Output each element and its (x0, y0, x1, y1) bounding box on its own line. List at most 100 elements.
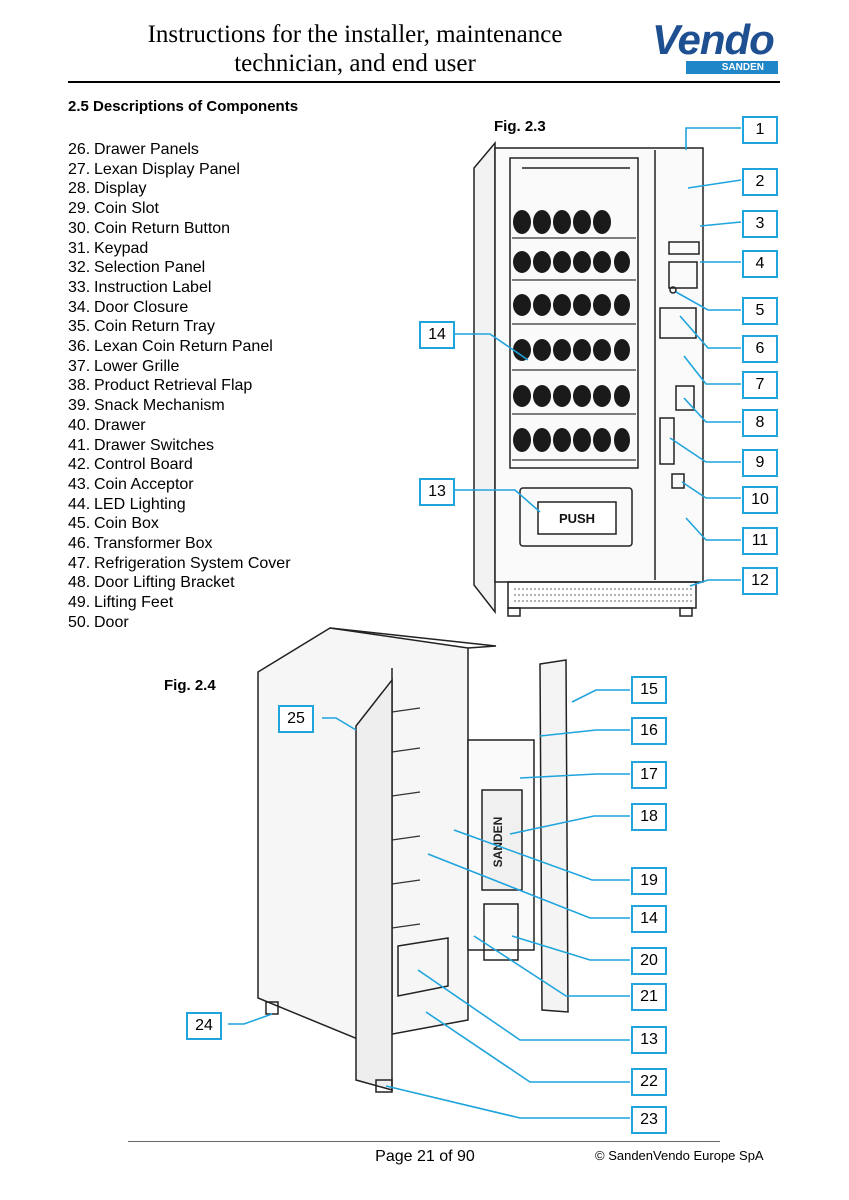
header-rule (68, 81, 780, 83)
component-number: 45. (68, 515, 91, 533)
fig-2-3-machine (473, 140, 704, 617)
component-label: Lexan Coin Return Panel (94, 338, 273, 356)
component-item: 40.Drawer (68, 416, 291, 436)
component-item: 45.Coin Box (68, 514, 291, 534)
component-item: 36.Lexan Coin Return Panel (68, 337, 291, 357)
component-number: 47. (68, 554, 91, 572)
component-number: 42. (68, 456, 91, 474)
callout-20: 20 (631, 947, 667, 975)
component-label: Lifting Feet (94, 594, 174, 612)
vendo-logo: Vendo SANDEN (648, 16, 778, 74)
callout-17: 17 (631, 761, 667, 789)
component-label: Coin Box (94, 515, 159, 533)
component-number: 32. (68, 259, 91, 277)
fig-2-3-label: Fig. 2.3 (494, 118, 546, 135)
component-label: Control Board (94, 456, 193, 474)
component-label: Lexan Display Panel (94, 160, 240, 178)
callout-21: 21 (631, 983, 667, 1011)
callout-23: 23 (631, 1106, 667, 1134)
fig-2-4-leaders (228, 689, 630, 1119)
component-number: 44. (68, 495, 91, 513)
component-label: Door Closure (94, 298, 189, 316)
component-item: 28.Display (68, 179, 291, 199)
component-item: 50.Door (68, 613, 291, 633)
component-item: 44.LED Lighting (68, 495, 291, 515)
component-number: 33. (68, 278, 91, 296)
section-title: 2.5 Descriptions of Components (68, 98, 299, 115)
component-label: Selection Panel (94, 259, 206, 277)
component-item: 38.Product Retrieval Flap (68, 376, 291, 396)
copyright: © SandenVendo Europe SpA (595, 1148, 764, 1163)
callout-5: 5 (742, 297, 778, 325)
component-number: 40. (68, 416, 91, 434)
component-item: 35.Coin Return Tray (68, 317, 291, 337)
callout-24: 24 (186, 1012, 222, 1040)
callout-16: 16 (631, 717, 667, 745)
callout-15: 15 (631, 676, 667, 704)
component-number: 28. (68, 180, 91, 198)
callout-25: 25 (278, 705, 314, 733)
document-title: Instructions for the installer, maintena… (70, 20, 640, 78)
callout-22: 22 (631, 1068, 667, 1096)
callout-1: 1 (742, 116, 778, 144)
component-item: 26.Drawer Panels (68, 140, 291, 160)
callout-4: 4 (742, 250, 778, 278)
callout-3: 3 (742, 210, 778, 238)
component-number: 41. (68, 436, 91, 454)
component-item: 46.Transformer Box (68, 534, 291, 554)
component-item: 47.Refrigeration System Cover (68, 554, 291, 574)
logo-word: Vendo (652, 16, 775, 63)
component-label: Drawer Panels (94, 141, 199, 158)
component-item: 32.Selection Panel (68, 258, 291, 278)
callout-7: 7 (742, 371, 778, 399)
component-number: 49. (68, 594, 91, 612)
component-item: 39.Snack Mechanism (68, 396, 291, 416)
component-label: Snack Mechanism (94, 397, 225, 415)
component-number: 27. (68, 160, 91, 178)
component-label: Drawer (94, 416, 146, 434)
component-item: 37.Lower Grille (68, 357, 291, 377)
fig-2-4-label: Fig. 2.4 (164, 677, 216, 694)
callout-19: 19 (631, 867, 667, 895)
callout-10: 10 (742, 486, 778, 514)
component-number: 38. (68, 377, 91, 395)
component-number: 46. (68, 535, 91, 553)
callout-9: 9 (742, 449, 778, 477)
component-number: 34. (68, 298, 91, 316)
component-number: 37. (68, 357, 91, 375)
component-label: Instruction Label (94, 278, 212, 296)
component-number: 30. (68, 219, 91, 237)
document-title-line2: technician, and end user (234, 50, 476, 77)
component-label: Drawer Switches (94, 436, 215, 454)
component-label: Door (94, 613, 129, 631)
component-number: 48. (68, 574, 91, 592)
component-label: Product Retrieval Flap (94, 377, 253, 395)
component-item: 29.Coin Slot (68, 199, 291, 219)
component-label: Transformer Box (94, 535, 213, 553)
component-item: 31.Keypad (68, 239, 291, 259)
component-number: 43. (68, 475, 91, 493)
callout-18: 18 (631, 803, 667, 831)
callout-13-fig24: 13 (631, 1026, 667, 1054)
component-label: Coin Return Button (94, 219, 231, 237)
component-label: Display (94, 180, 147, 198)
component-label: Lower Grille (94, 357, 180, 375)
callout-14-fig24: 14 (631, 905, 667, 933)
component-label: Door Lifting Bracket (94, 574, 235, 592)
component-item: 43.Coin Acceptor (68, 475, 291, 495)
sanden-label: SANDEN (491, 817, 505, 868)
callout-6: 6 (742, 335, 778, 363)
component-item: 33.Instruction Label (68, 278, 291, 298)
logo-sub-bar: SANDEN (686, 61, 778, 74)
component-label: Refrigeration System Cover (94, 554, 291, 572)
logo-sub: SANDEN (721, 62, 764, 73)
component-item: 42.Control Board (68, 455, 291, 475)
callout-2: 2 (742, 168, 778, 196)
component-number: 35. (68, 318, 91, 336)
component-number: 39. (68, 397, 91, 415)
push-label: PUSH (559, 511, 595, 526)
component-item: 49.Lifting Feet (68, 593, 291, 613)
document-title-line1: Instructions for the installer, maintena… (147, 21, 563, 48)
component-item: 34.Door Closure (68, 298, 291, 318)
